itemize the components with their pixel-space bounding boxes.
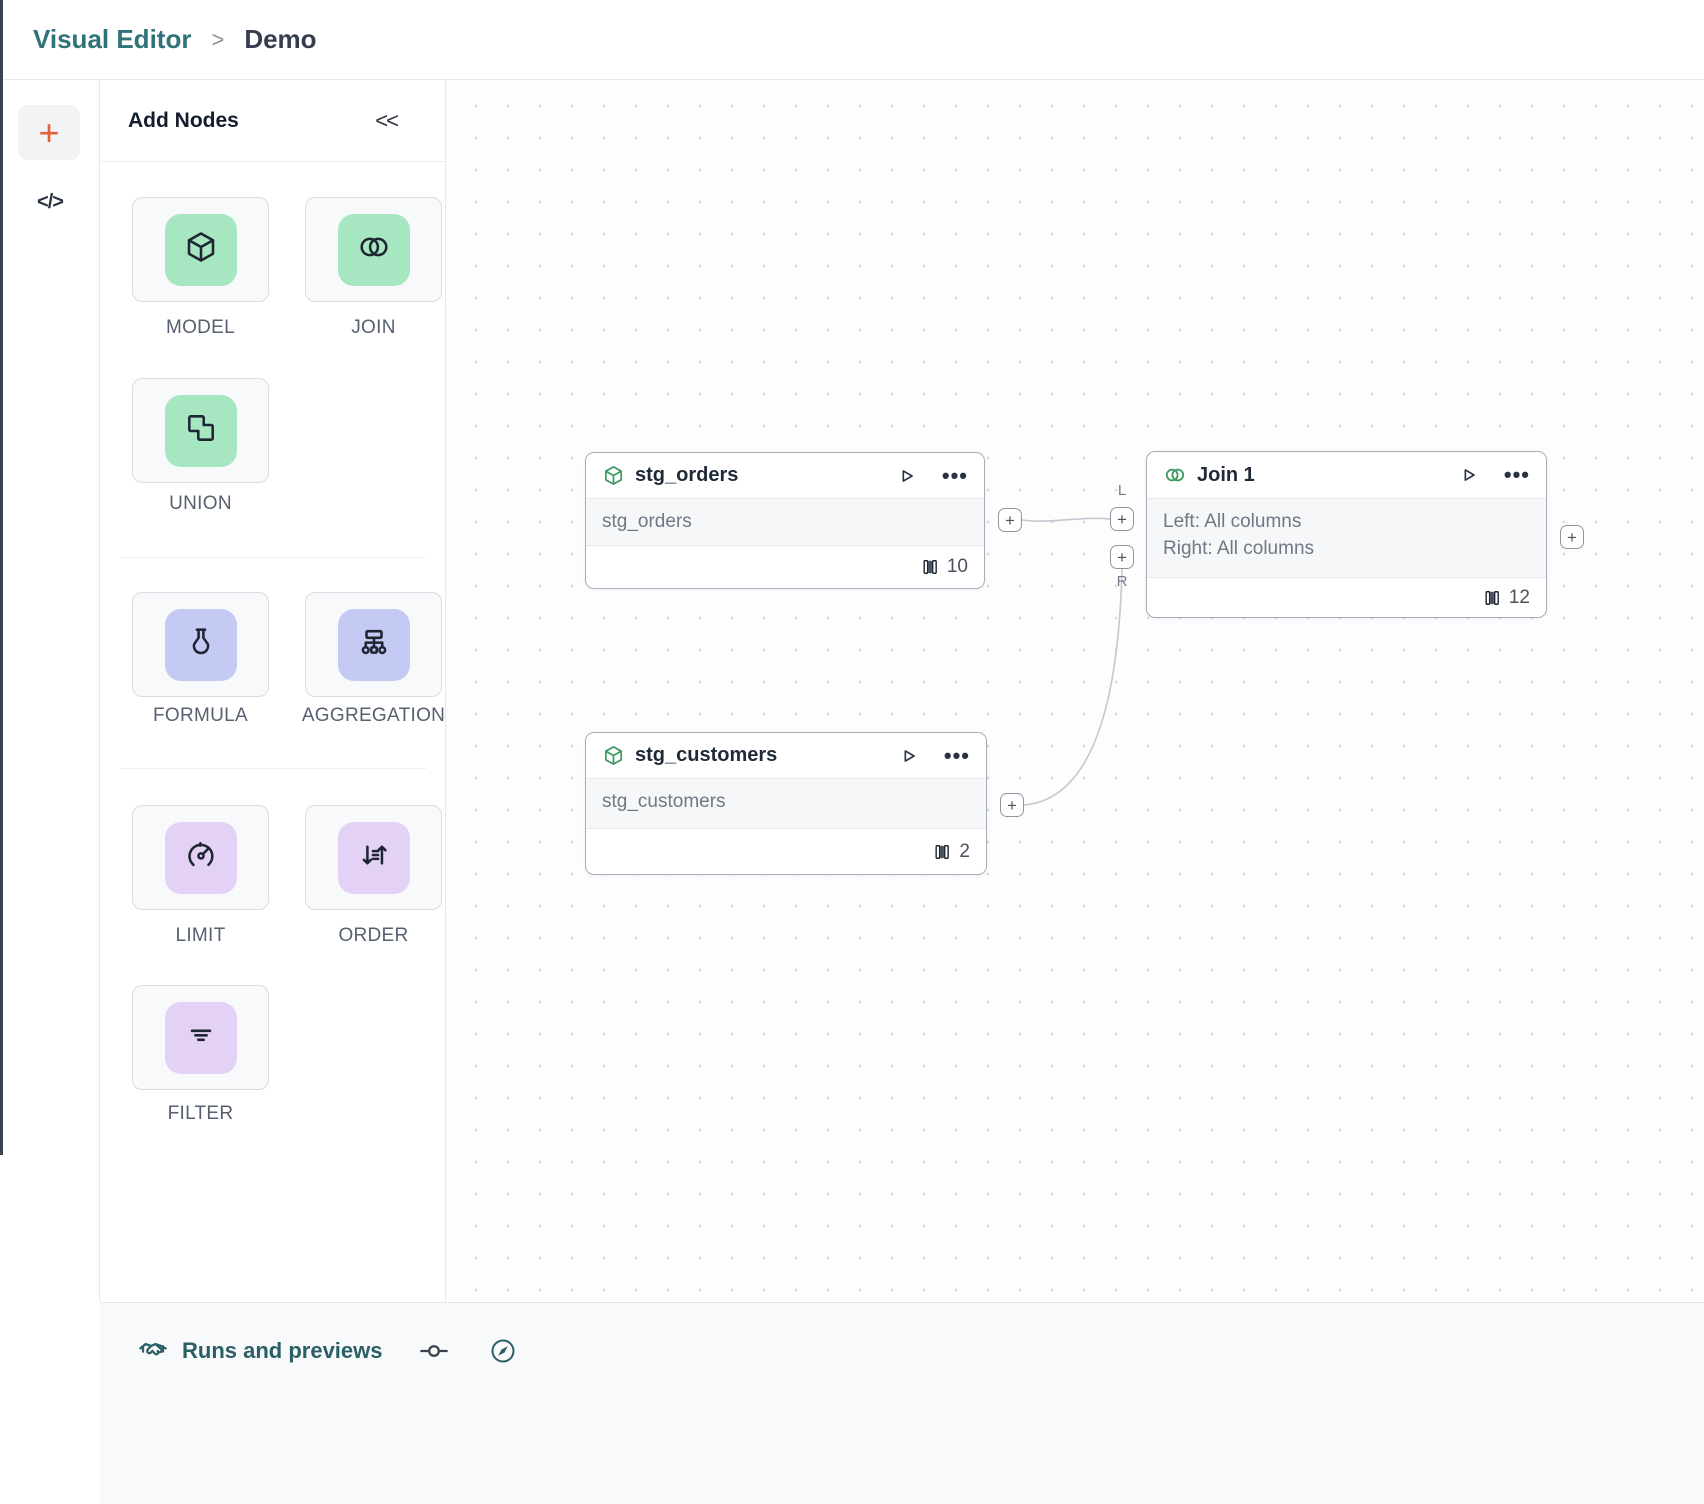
- column-count: 12: [1508, 586, 1530, 608]
- add-nodes-panel: Add Nodes << MODEL JOIN UNION FORMULA AG…: [100, 80, 446, 1302]
- panel-divider: [120, 557, 426, 558]
- filter-lines-icon: [183, 1017, 219, 1058]
- join-circles-icon: [356, 229, 392, 270]
- union-squares-icon: [183, 410, 219, 451]
- tile-label-union: UNION: [169, 493, 232, 514]
- node-tile-model[interactable]: [132, 197, 269, 302]
- output-handle-stg-orders[interactable]: +: [998, 508, 1022, 532]
- code-view-button[interactable]: </>: [37, 190, 64, 213]
- panel-header: Add Nodes <<: [100, 80, 445, 162]
- column-count: 10: [946, 556, 968, 577]
- status-bar: Runs and previews: [100, 1302, 1704, 1504]
- add-node-button[interactable]: +: [18, 105, 80, 160]
- edge-customers-to-join-right: [1023, 568, 1123, 806]
- node-tile-aggregation[interactable]: [305, 592, 442, 697]
- top-bar: Visual Editor > Demo: [0, 0, 1704, 80]
- window-left-edge: [0, 0, 3, 1155]
- tile-label-join: JOIN: [351, 317, 396, 338]
- node-tile-formula[interactable]: [132, 592, 269, 697]
- run-node-button[interactable]: [898, 745, 920, 767]
- tile-label-model: MODEL: [165, 317, 236, 338]
- cube-icon: [183, 229, 219, 270]
- join-left-summary: Left: All columns: [1163, 511, 1302, 532]
- run-node-button[interactable]: [1458, 464, 1480, 486]
- node-menu-button[interactable]: •••: [941, 462, 968, 488]
- node-tile-limit[interactable]: [132, 805, 269, 910]
- columns-icon: [1482, 588, 1502, 608]
- node-tile-order[interactable]: [305, 805, 442, 910]
- node-join-1[interactable]: Join 1 ••• Left: All columns Right: All …: [1146, 451, 1547, 618]
- tile-label-filter: FILTER: [167, 1103, 234, 1124]
- panel-title: Add Nodes: [128, 108, 239, 132]
- handshake-icon: [137, 1335, 169, 1367]
- git-commit-icon[interactable]: [418, 1335, 450, 1367]
- tile-label-aggregation: AGGREGATION: [301, 705, 446, 726]
- flask-icon: [183, 624, 219, 665]
- node-menu-button[interactable]: •••: [1503, 462, 1530, 487]
- join-circles-icon: [1163, 463, 1187, 487]
- columns-icon: [920, 557, 940, 577]
- columns-icon: [932, 842, 952, 862]
- breadcrumb-page: Demo: [244, 24, 317, 54]
- node-stg-orders[interactable]: stg_orders ••• stg_orders 10: [585, 452, 985, 589]
- cube-icon: [602, 464, 625, 487]
- join-left-handle-label: L: [1117, 482, 1127, 499]
- join-right-summary: Right: All columns: [1163, 538, 1315, 559]
- breadcrumb-app[interactable]: Visual Editor: [33, 24, 192, 54]
- input-handle-join-right[interactable]: +: [1110, 545, 1134, 569]
- gauge-icon: [183, 837, 219, 878]
- flow-canvas[interactable]: stg_orders ••• stg_orders 10 stg_custome…: [446, 80, 1704, 1302]
- output-handle-join[interactable]: +: [1560, 525, 1584, 549]
- output-handle-stg-customers[interactable]: +: [1000, 793, 1024, 817]
- node-tile-join[interactable]: [305, 197, 442, 302]
- cube-icon: [602, 744, 625, 767]
- node-subtitle: stg_customers: [586, 778, 986, 829]
- tile-label-formula: FORMULA: [153, 705, 248, 726]
- sort-icon: [356, 837, 392, 878]
- node-title: stg_orders: [635, 464, 739, 486]
- run-node-button[interactable]: [896, 465, 918, 487]
- join-right-handle-label: R: [1116, 573, 1128, 590]
- column-count: 2: [959, 840, 970, 862]
- left-rail: + </>: [0, 80, 100, 1302]
- node-tile-filter[interactable]: [132, 985, 269, 1090]
- edge-orders-to-join-left: [1021, 517, 1111, 522]
- tile-label-order: ORDER: [338, 925, 409, 946]
- panel-divider: [120, 768, 426, 769]
- breadcrumb-separator: >: [211, 26, 225, 52]
- node-menu-button[interactable]: •••: [943, 742, 970, 768]
- runs-and-previews-label[interactable]: Runs and previews: [182, 1338, 383, 1363]
- hierarchy-icon: [356, 624, 392, 665]
- compass-icon[interactable]: [488, 1336, 518, 1366]
- node-subtitle: stg_orders: [586, 498, 984, 546]
- input-handle-join-left[interactable]: +: [1110, 507, 1134, 531]
- node-title: Join 1: [1197, 463, 1255, 486]
- collapse-panel-button[interactable]: <<: [375, 107, 399, 133]
- edge-layer: [1021, 517, 1123, 806]
- node-title: stg_customers: [635, 744, 778, 766]
- tile-label-limit: LIMIT: [175, 925, 226, 946]
- node-tile-union[interactable]: [132, 378, 269, 483]
- node-stg-customers[interactable]: stg_customers ••• stg_customers 2: [585, 732, 987, 875]
